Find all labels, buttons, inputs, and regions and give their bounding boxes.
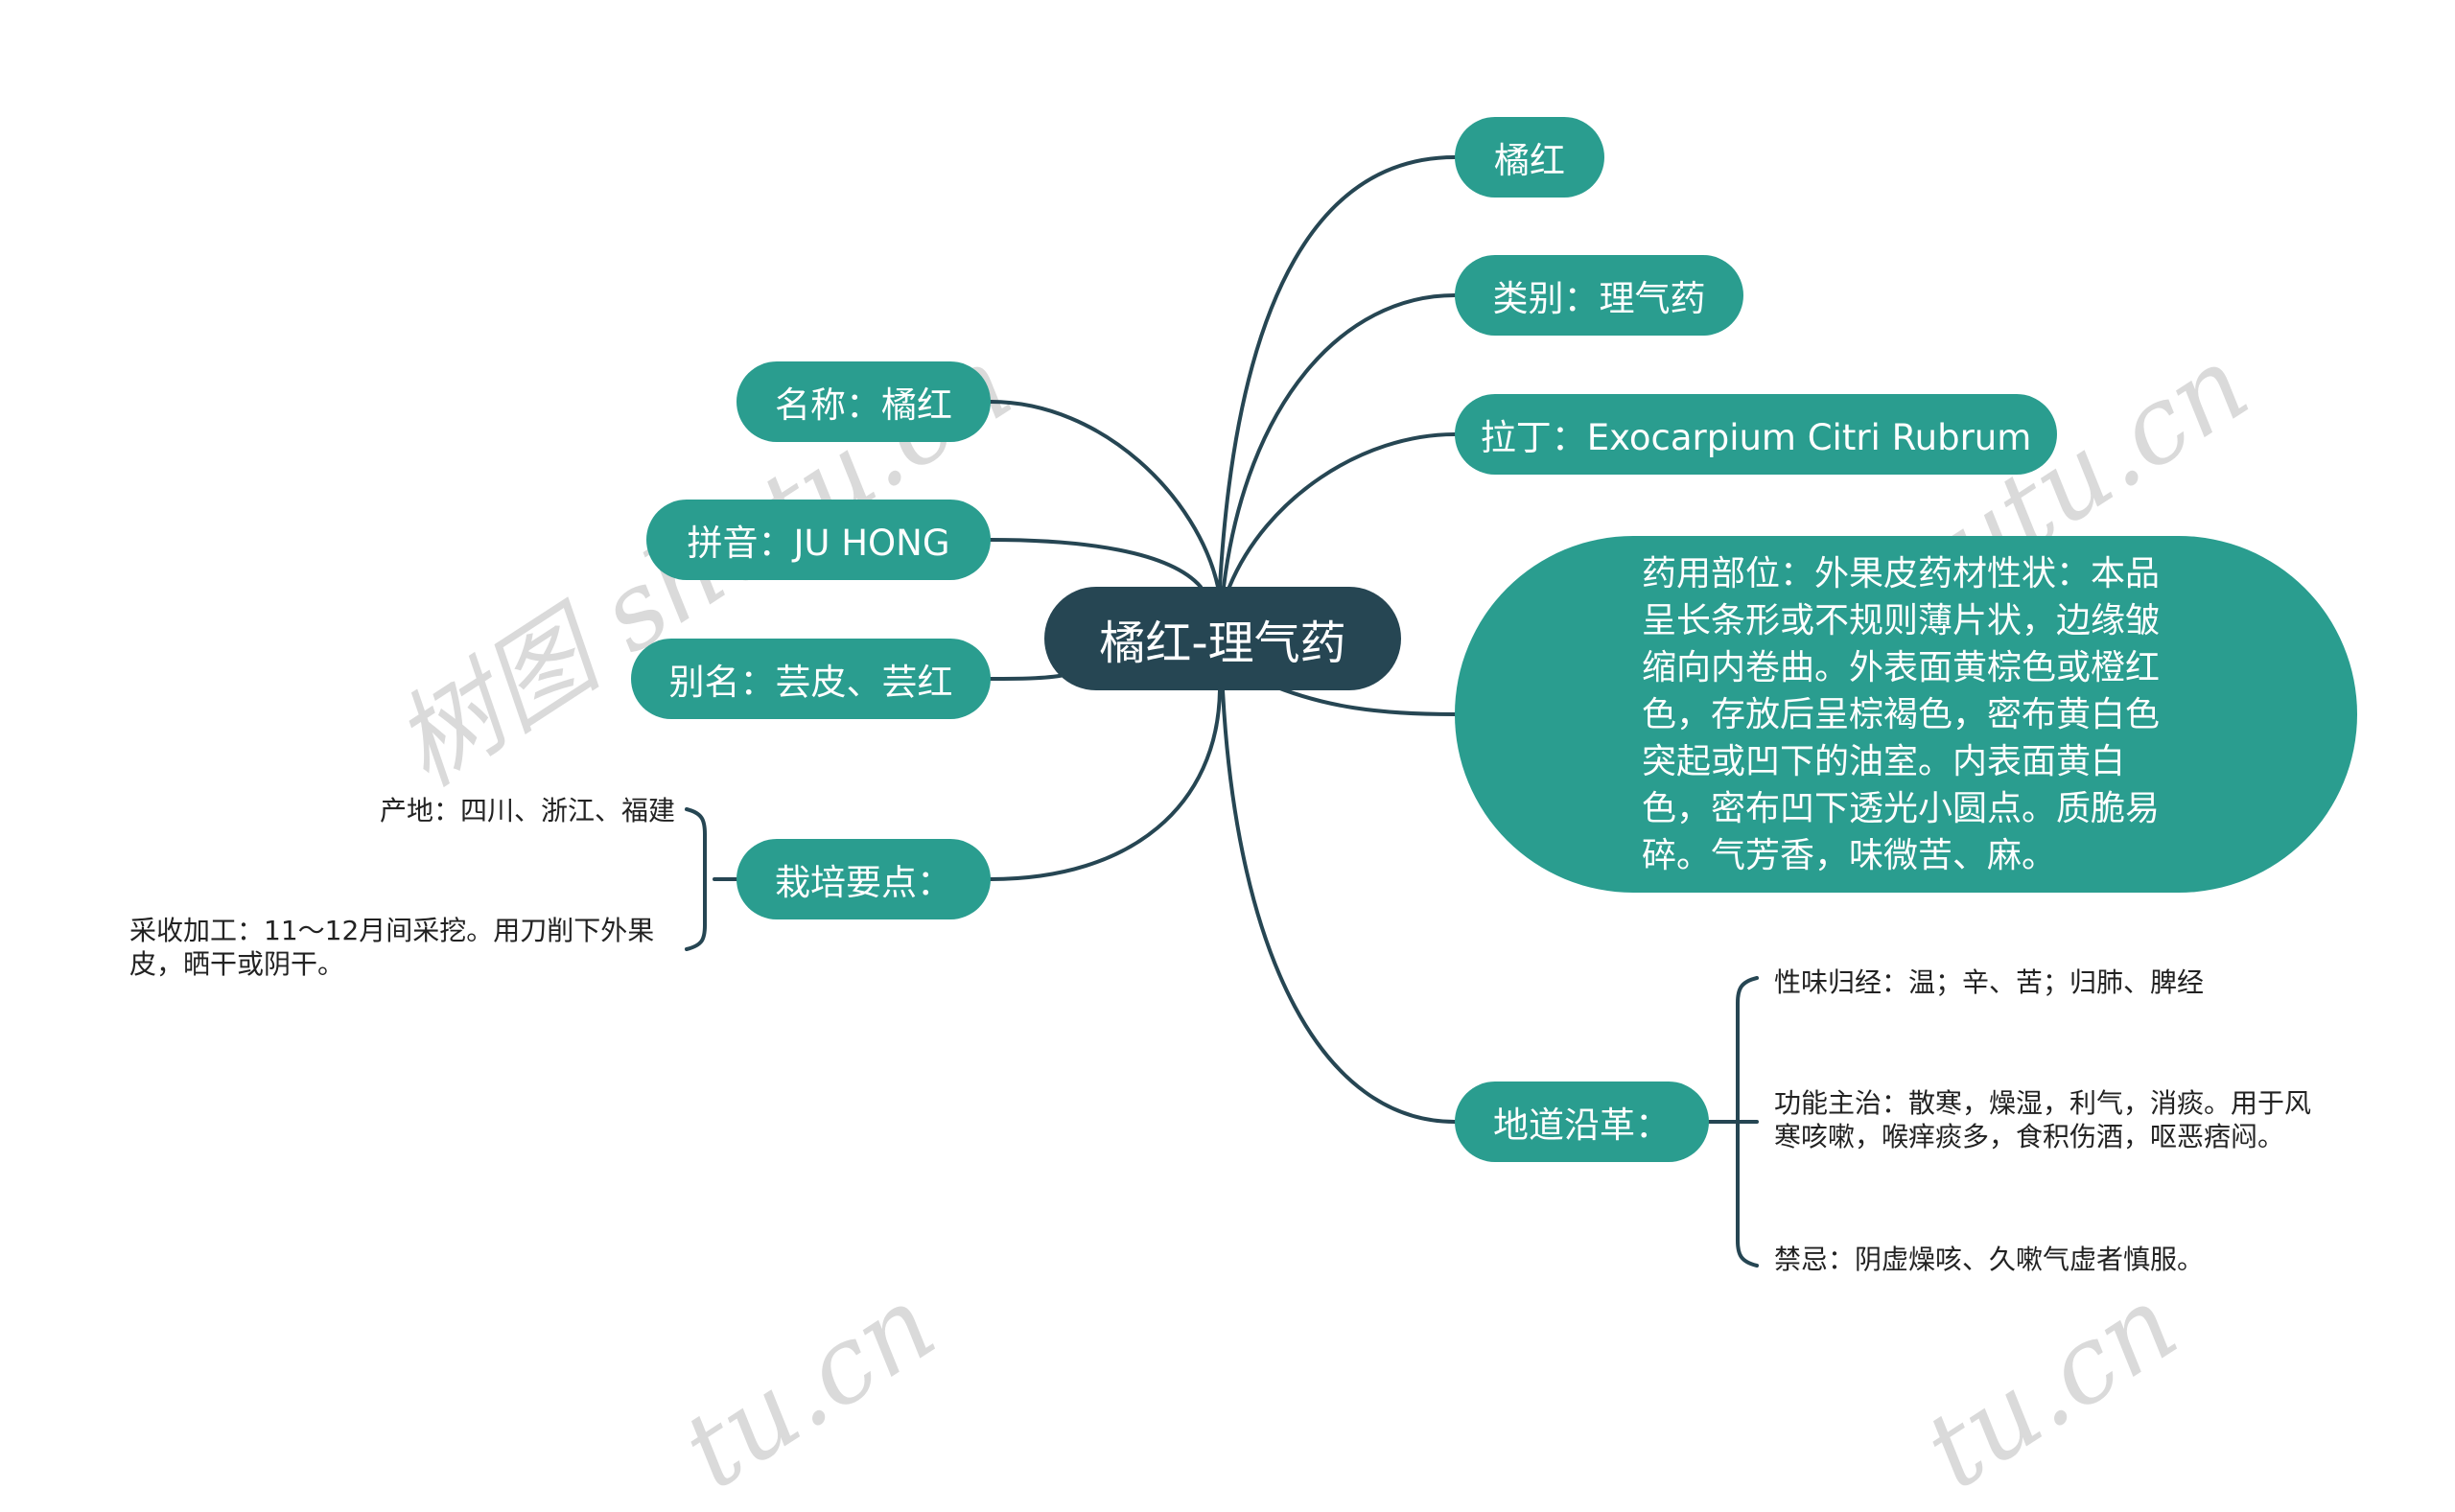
subtopic-禁忌[interactable]: 禁忌：阴虚燥咳、久嗽气虚者慎服。 xyxy=(1774,1244,2205,1275)
subtopic-功能主治[interactable]: 功能主治：散寒，燥湿，利气，消痰。用于风寒咳嗽，喉痒痰多，食积伤酒，呕恶痞闷。 xyxy=(1774,1087,2312,1152)
connector-药用部位 xyxy=(1264,681,1457,716)
topic-拉丁[interactable]: 拉丁：Exocarpium Citri Rubrum xyxy=(1455,394,2057,475)
topic-label: 拼音：JU HONG xyxy=(687,523,950,564)
connector-别名 xyxy=(989,673,1066,681)
connector-类别 xyxy=(1222,293,1457,589)
topic-名称[interactable]: 名称：橘红 xyxy=(736,361,991,442)
connector-lines xyxy=(685,155,1759,1268)
topic-类别[interactable]: 类别：理气药 xyxy=(1455,255,1743,336)
subtopic-采收加工[interactable]: 采收加工：11～12月间采挖。用刀削下外果皮，晒干或阴干。 xyxy=(129,915,655,980)
topic-栽培要点[interactable]: 栽培要点： xyxy=(736,839,991,919)
topic-label: 地道沿革： xyxy=(1493,1105,1671,1146)
topic-label: 别名：芸皮、芸红 xyxy=(668,662,953,703)
topic-label: 药用部位：外果皮药材性状：本品呈长条形或不规则薄片状，边缘皱缩向内卷曲。外表面黄… xyxy=(1642,553,2161,875)
topic-label: 名称：橘红 xyxy=(775,384,952,426)
root-label: 橘红-理气药 xyxy=(1099,616,1346,670)
bracket-地道沿革 xyxy=(1707,976,1759,1268)
connector-栽培要点 xyxy=(989,688,1222,881)
topic-别名[interactable]: 别名：芸皮、芸红 xyxy=(631,639,991,719)
subtopic-产地[interactable]: 产地：四川、浙江、福建 xyxy=(379,795,675,826)
topic-label: 橘红 xyxy=(1494,140,1565,181)
connector-橘红 xyxy=(1218,155,1457,589)
topic-药用部位[interactable]: 药用部位：外果皮药材性状：本品呈长条形或不规则薄片状，边缘皱缩向内卷曲。外表面黄… xyxy=(1455,536,2357,893)
connector-地道沿革 xyxy=(1221,688,1457,1124)
connector-拉丁 xyxy=(1228,432,1457,589)
connector-名称 xyxy=(989,400,1220,589)
root-node[interactable]: 橘红-理气药 xyxy=(1044,587,1401,690)
bracket-栽培要点 xyxy=(685,807,738,951)
topic-拼音[interactable]: 拼音：JU HONG xyxy=(646,500,991,580)
topic-label: 拉丁：Exocarpium Citri Rubrum xyxy=(1480,417,2032,458)
topic-橘红[interactable]: 橘红 xyxy=(1455,117,1604,198)
topic-label: 类别：理气药 xyxy=(1492,278,1706,319)
connector-拼音 xyxy=(989,538,1203,589)
topic-label: 栽培要点： xyxy=(775,862,952,903)
topic-地道沿革[interactable]: 地道沿革： xyxy=(1455,1082,1709,1162)
subtopic-性味归经[interactable]: 性味归经：温；辛、苦；归肺、脾经 xyxy=(1774,966,2205,998)
